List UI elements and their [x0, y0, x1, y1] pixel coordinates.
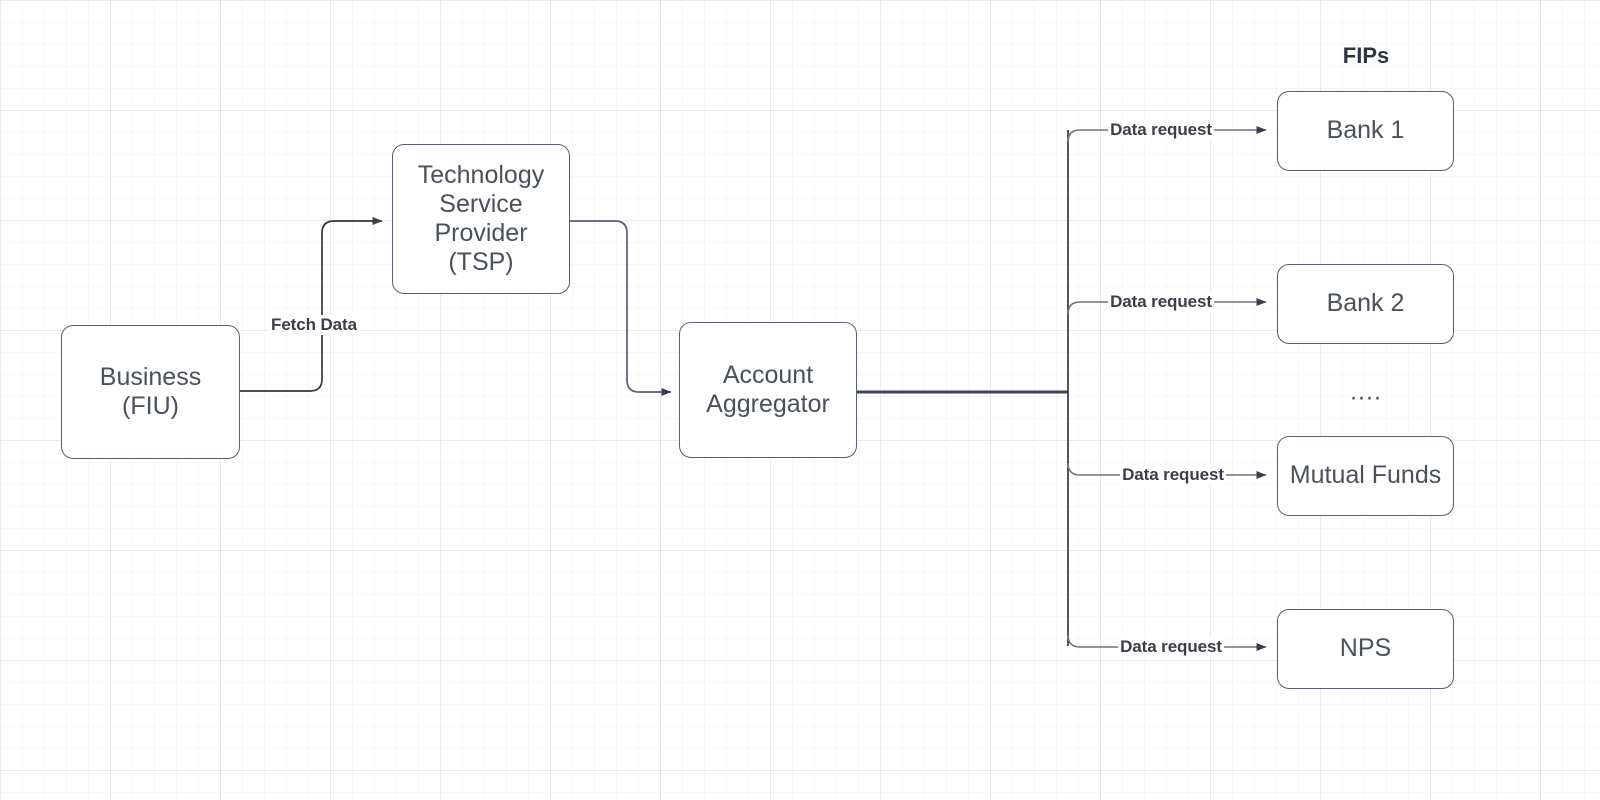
edge-label-data-request-nps: Data request — [1118, 637, 1224, 657]
node-business-fiu-label: Business (FIU) — [99, 362, 202, 420]
node-bank-2-label: Bank 2 — [1326, 289, 1405, 318]
group-title-fips: FIPs — [1342, 43, 1390, 68]
node-mutual-funds-label: Mutual Funds — [1289, 461, 1442, 490]
edge-label-fetch-data: Fetch Data — [269, 315, 359, 335]
ellipsis-more-fips: .... — [1350, 377, 1382, 406]
edge-business-to-tsp — [240, 217, 383, 392]
node-technology-service-provider[interactable]: Technology Service Provider (TSP) — [392, 144, 570, 294]
node-business-fiu[interactable]: Business (FIU) — [61, 325, 240, 459]
node-account-aggregator-label: Account Aggregator — [706, 360, 830, 418]
node-nps-label: NPS — [1339, 634, 1392, 663]
node-bank-1-label: Bank 1 — [1326, 116, 1405, 145]
node-bank-2[interactable]: Bank 2 — [1277, 264, 1454, 344]
node-tsp-label: Technology Service Provider (TSP) — [417, 160, 545, 277]
node-bank-1[interactable]: Bank 1 — [1277, 91, 1454, 171]
node-nps[interactable]: NPS — [1277, 609, 1454, 689]
edge-label-data-request-bank2: Data request — [1108, 292, 1214, 312]
edge-tsp-to-aggregator — [570, 220, 672, 396]
edge-label-data-request-mutual-funds: Data request — [1120, 465, 1226, 485]
node-account-aggregator[interactable]: Account Aggregator — [679, 322, 857, 458]
node-mutual-funds[interactable]: Mutual Funds — [1277, 436, 1454, 516]
edge-label-data-request-bank1: Data request — [1108, 120, 1214, 140]
